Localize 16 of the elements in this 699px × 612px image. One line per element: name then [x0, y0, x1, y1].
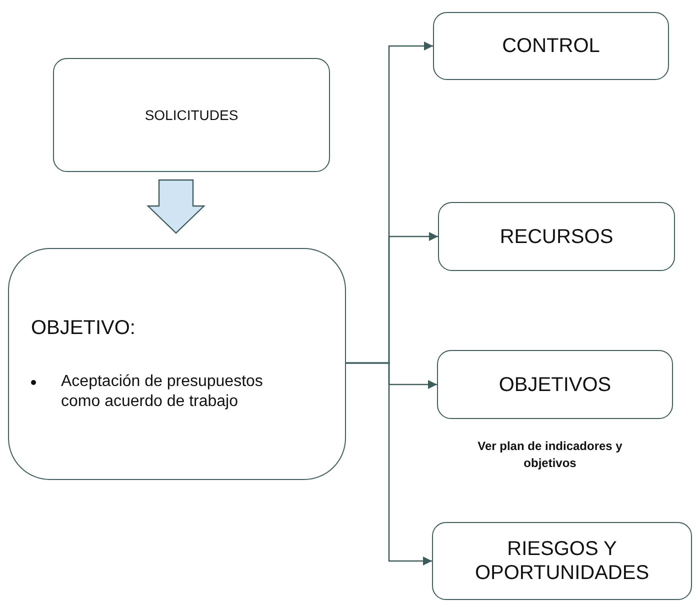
block-arrow — [146, 179, 206, 234]
node-title: OBJETIVOS — [498, 372, 612, 396]
node-title: CONTROL — [502, 34, 600, 58]
objective-box — [8, 248, 346, 480]
node-title: SOLICITUDES — [144, 106, 238, 124]
request-box — [53, 58, 330, 172]
node-title: RECURSOS — [500, 224, 614, 248]
note-text: Ver plan de indicadores y objetivos — [476, 438, 624, 472]
connector-arrow — [346, 362, 432, 566]
objectives-box — [437, 350, 673, 419]
node-title: RIESGOS Y OPORTUNIDADES — [474, 537, 650, 585]
control-box — [433, 12, 669, 80]
node-title: OBJETIVO: — [31, 316, 136, 340]
risks-box — [432, 522, 692, 600]
resources-box — [438, 202, 675, 271]
bullet-text: Aceptación de presupuestos como acuerdo de trabajo — [31, 372, 301, 412]
